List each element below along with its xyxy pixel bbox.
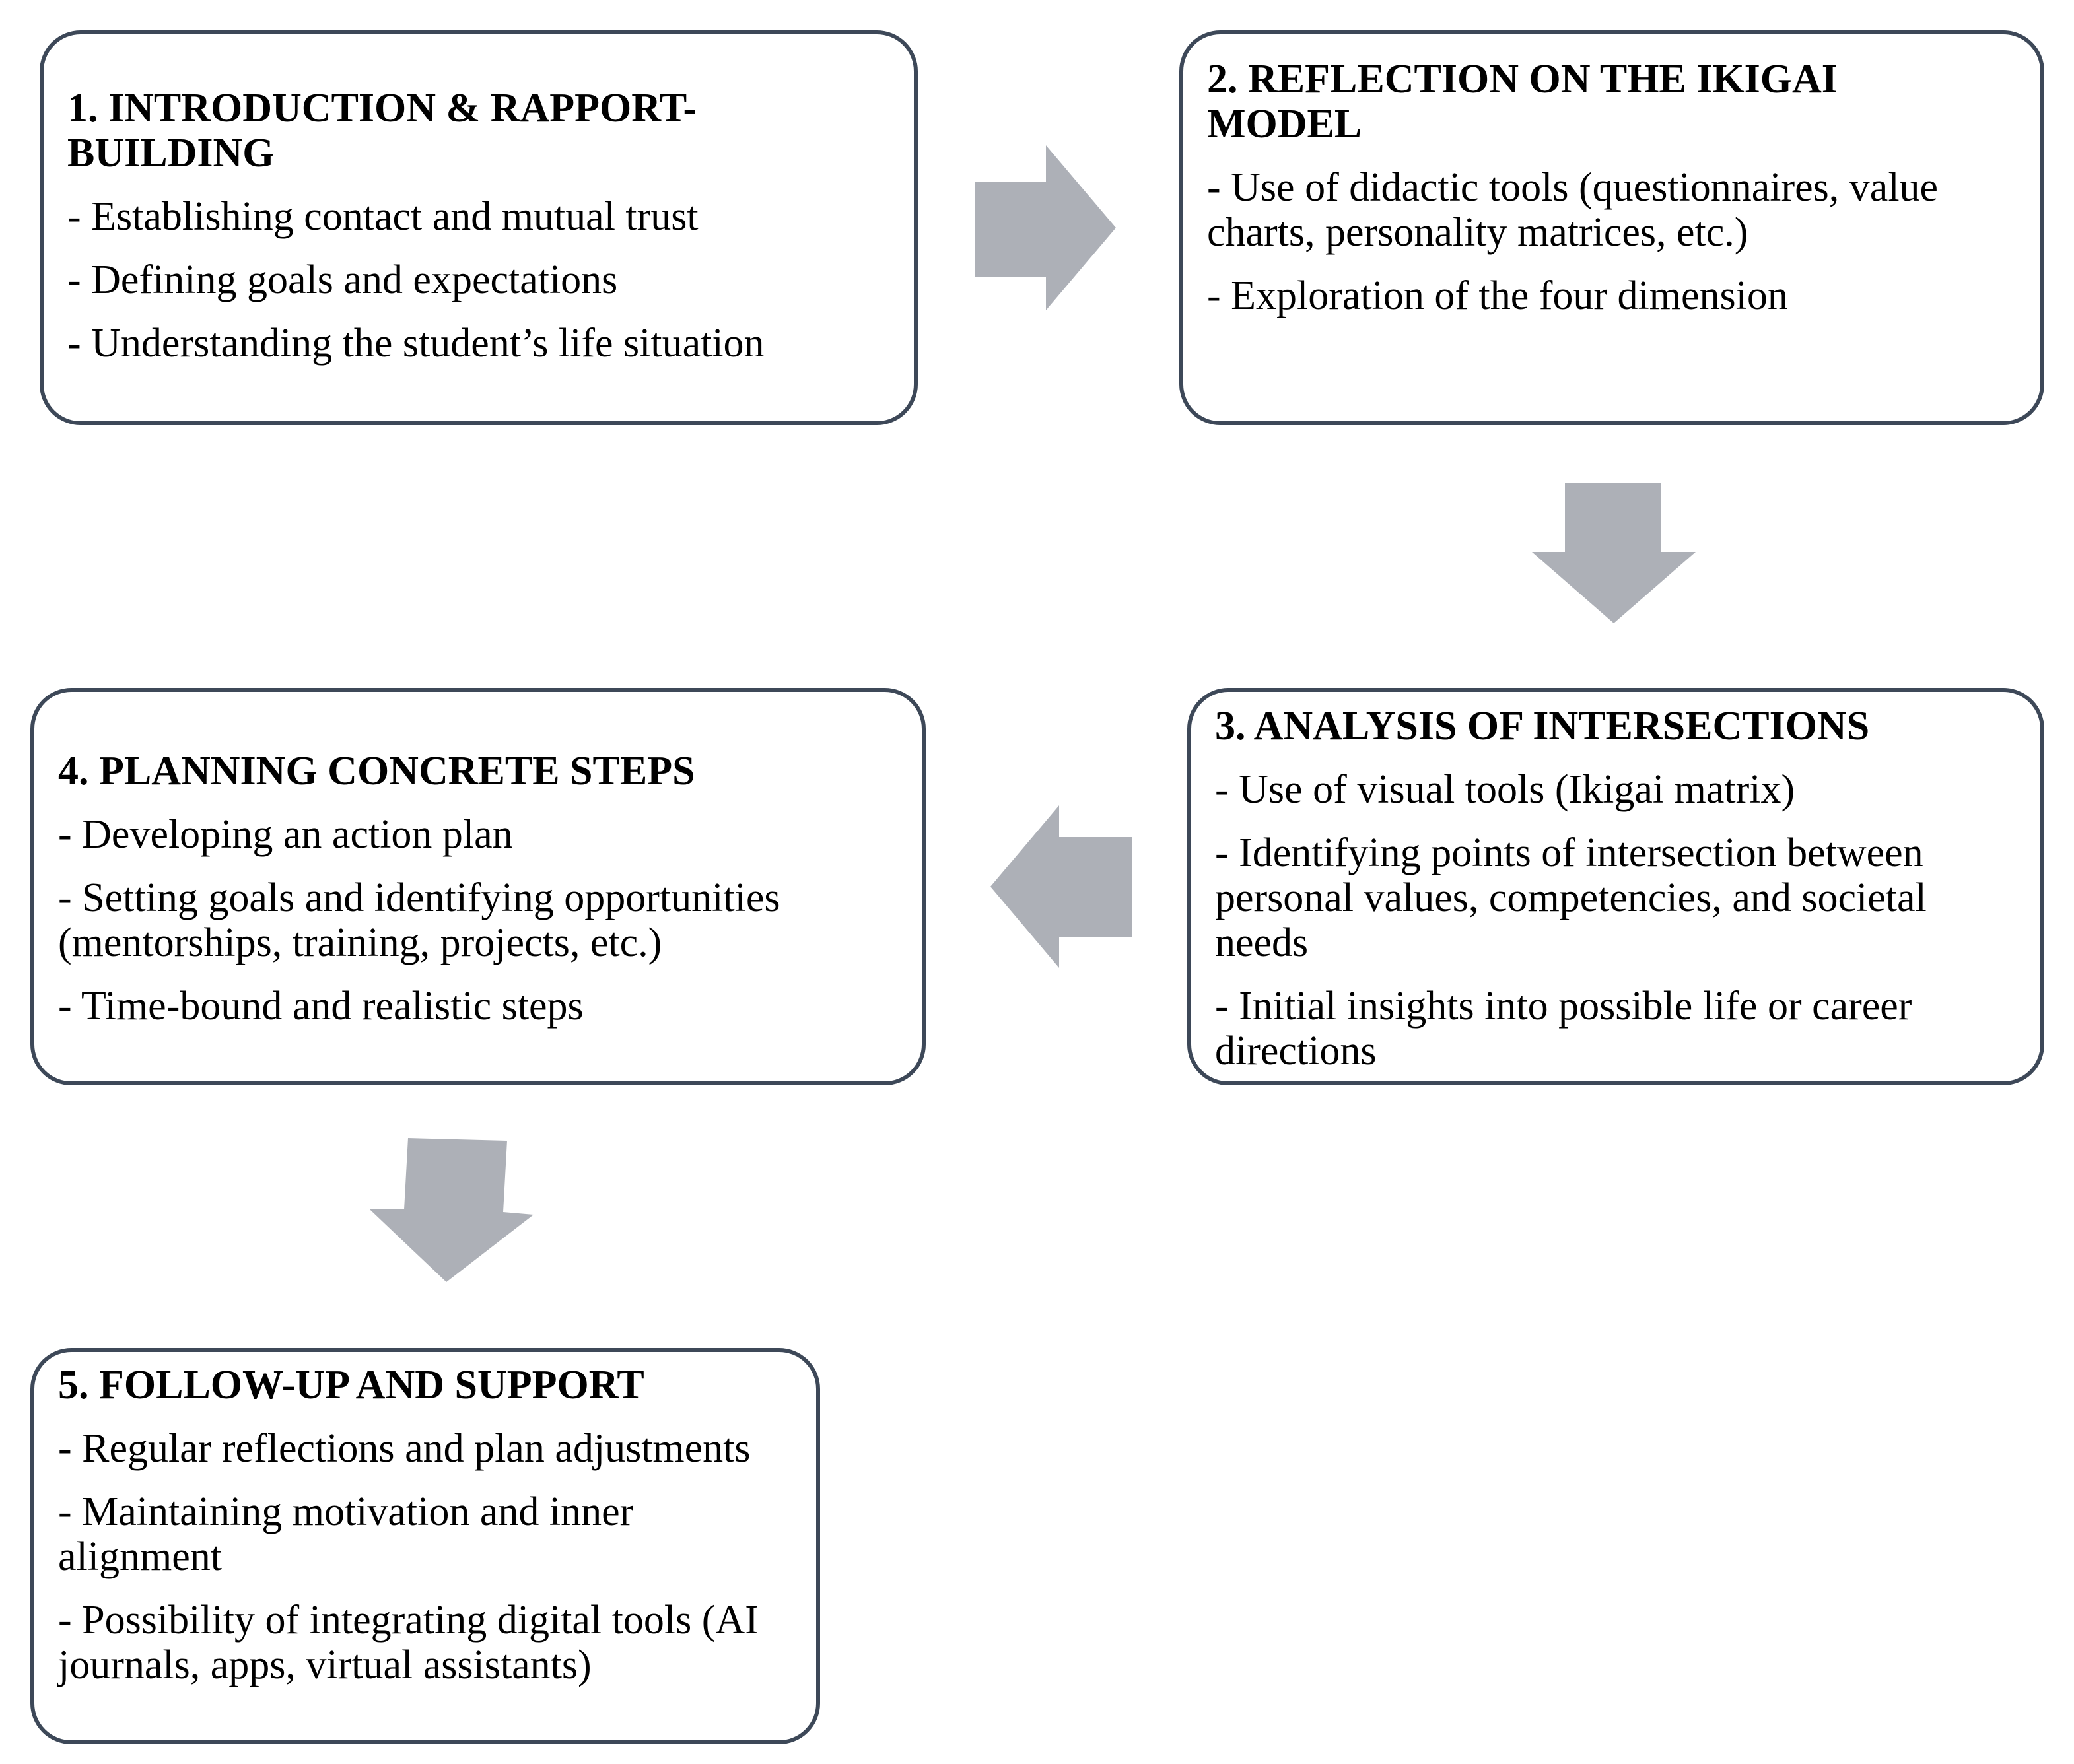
arrow-left-icon [990, 805, 1132, 968]
step-1-item: - Understanding the student’s life situa… [67, 321, 765, 366]
step-2-title: 2. REFLECTION ON THE IKIGAI MODEL [1207, 57, 1838, 147]
step-3-item: - Use of visual tools (Ikigai matrix) [1215, 767, 1795, 812]
step-5-item: - Regular reflections and plan adjustmen… [58, 1426, 751, 1471]
step-4-item: - Developing an action plan [58, 812, 513, 857]
step-3-item: - Identifying points of intersection bet… [1215, 831, 1927, 965]
arrow-right-icon [975, 145, 1116, 310]
step-2-item: - Use of didactic tools (questionnaires,… [1207, 165, 1939, 255]
step-4-item: - Time-bound and realistic steps [58, 984, 584, 1029]
step-3-item: - Initial insights into possible life or… [1215, 984, 1912, 1073]
step-1-box: 1. INTRODUCTION & RAPPORT-BUILDING - Est… [40, 30, 918, 425]
step-1-title: 1. INTRODUCTION & RAPPORT-BUILDING [67, 86, 697, 176]
arrow-down-icon [370, 1138, 534, 1282]
step-4-box: 4. PLANNING CONCRETE STEPS - Developing … [30, 688, 926, 1085]
step-3-box: 3. ANALYSIS OF INTERSECTIONS - Use of vi… [1187, 688, 2044, 1085]
step-3-title: 3. ANALYSIS OF INTERSECTIONS [1215, 704, 1870, 749]
step-5-item: - Maintaining motivation and inner align… [58, 1489, 634, 1579]
step-2-item: - Exploration of the four dimension [1207, 273, 1788, 318]
step-4-item: - Setting goals and identifying opportun… [58, 875, 780, 965]
step-4-title: 4. PLANNING CONCRETE STEPS [58, 749, 695, 794]
step-1-item: - Defining goals and expectations [67, 257, 618, 302]
step-1-item: - Establishing contact and mutual trust [67, 194, 699, 239]
arrow-down-icon [1532, 483, 1696, 623]
step-5-item: - Possibility of integrating digital too… [58, 1598, 759, 1687]
step-2-box: 2. REFLECTION ON THE IKIGAI MODEL - Use … [1179, 30, 2044, 425]
step-5-title: 5. FOLLOW-UP AND SUPPORT [58, 1363, 644, 1408]
step-5-box: 5. FOLLOW-UP AND SUPPORT - Regular refle… [30, 1348, 820, 1744]
